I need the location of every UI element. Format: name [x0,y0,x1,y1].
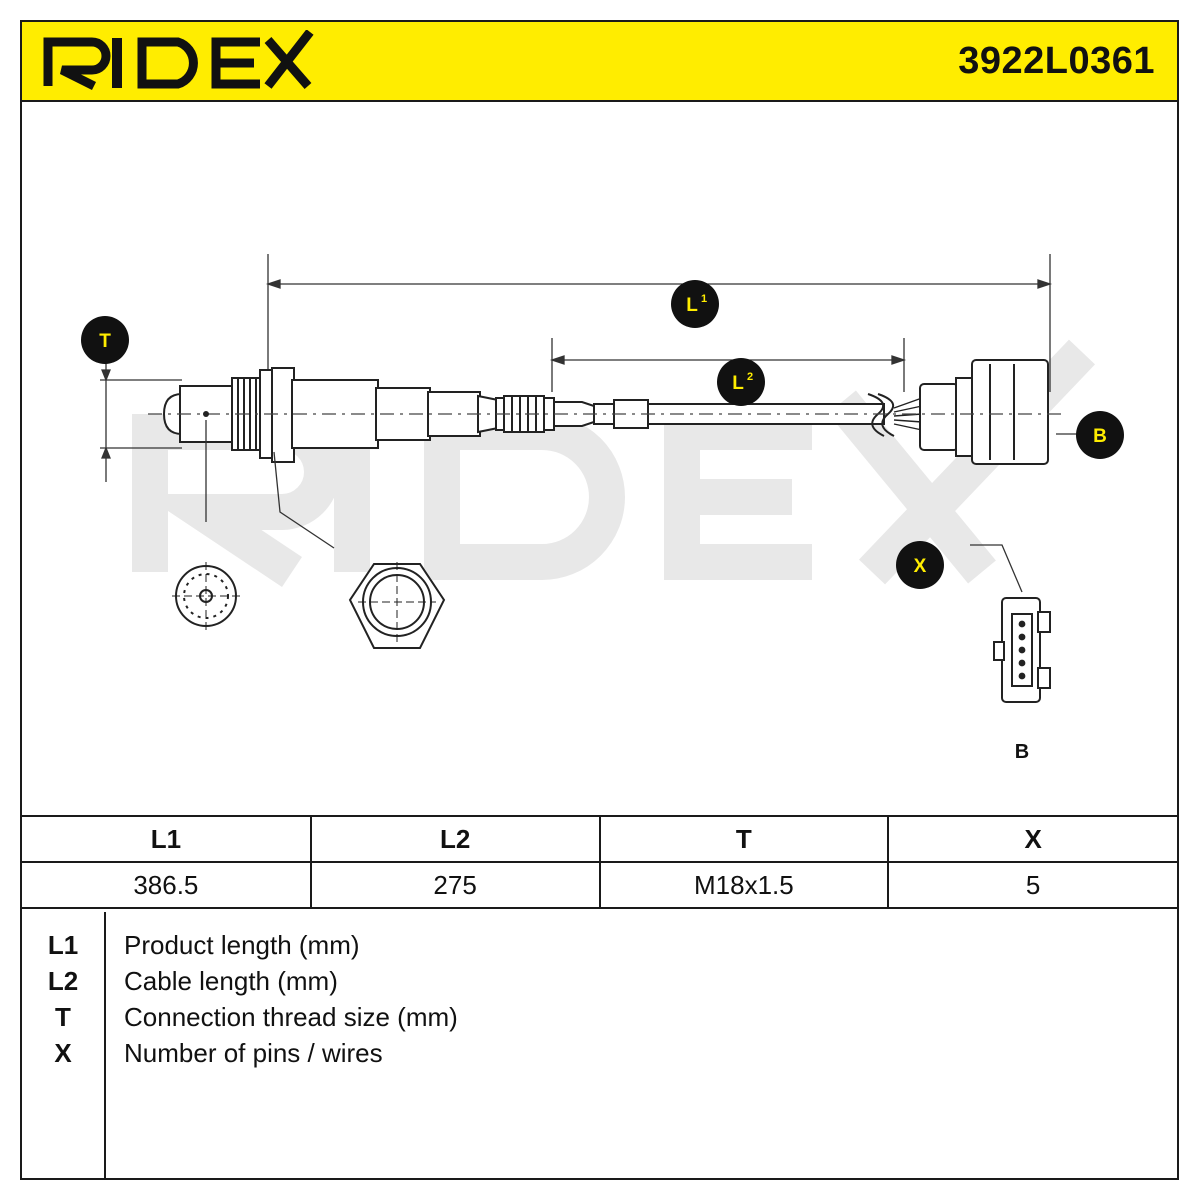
svg-text:B: B [1093,426,1107,447]
table-header-cell: T [598,815,890,863]
badge-t: T [81,316,129,364]
legend-divider [104,912,106,1180]
table-header-cell: L1 [22,815,312,863]
svg-text:X: X [914,556,927,577]
table-value-row: 386.5 275 M18x1.5 5 [22,861,1177,909]
dimensions-table: L1 L2 T X 386.5 275 M18x1.5 5 [22,815,1177,909]
legend-key: X [54,1038,72,1068]
legend-text: Number of pins / wires [124,1038,383,1068]
badge-x: X [896,541,944,589]
part-number: 3922L0361 [958,40,1155,82]
legend-row: L2 Cable length (mm) [22,966,1177,1002]
dimension-t [100,350,182,482]
technical-drawing: T L 1 L 2 B X B [22,102,1177,815]
header-bar: 3922L0361 [22,22,1177,102]
svg-text:L: L [686,295,698,316]
dimension-l1 [265,254,1053,392]
legend-key: L2 [47,966,79,996]
table-value-cell: 275 [309,861,601,909]
spec-sheet: 3922L0361 [20,20,1179,1180]
badge-b: B [1076,411,1124,459]
svg-text:T: T [99,331,111,352]
ridex-logo [43,30,314,91]
oxygen-sensor-drawing: T L 1 L 2 B X B [81,254,1124,763]
legend-row: T Connection thread size (mm) [22,1002,1177,1038]
legend-text: Connection thread size (mm) [124,1002,458,1032]
leader-lines [205,420,1080,593]
sensor-tip-end-view [172,562,240,630]
svg-text:L: L [732,373,744,394]
badge-l1: L 1 [671,280,719,328]
connector-caption: B [1015,741,1029,763]
legend-row: L1 Product length (mm) [22,930,1177,966]
svg-text:2: 2 [747,371,753,383]
connector-face-view [993,597,1051,703]
table-header-cell: X [887,815,1177,863]
legend-key: L1 [47,930,79,960]
legend-row: X Number of pins / wires [22,1038,1177,1074]
table-value-cell: M18x1.5 [598,861,890,909]
dimension-l2 [549,338,907,392]
legend-text: Cable length (mm) [124,966,338,996]
badge-l2: L 2 [717,358,765,406]
hex-nut-end-view [348,562,446,649]
table-header-cell: L2 [309,815,601,863]
table-value-cell: 386.5 [22,861,312,909]
svg-text:1: 1 [701,293,707,305]
legend: L1 Product length (mm) L2 Cable length (… [22,912,1177,1180]
legend-text: Product length (mm) [124,930,360,960]
legend-key: T [55,1002,71,1032]
table-value-cell: 5 [887,861,1177,909]
table-header-row: L1 L2 T X [22,815,1177,863]
